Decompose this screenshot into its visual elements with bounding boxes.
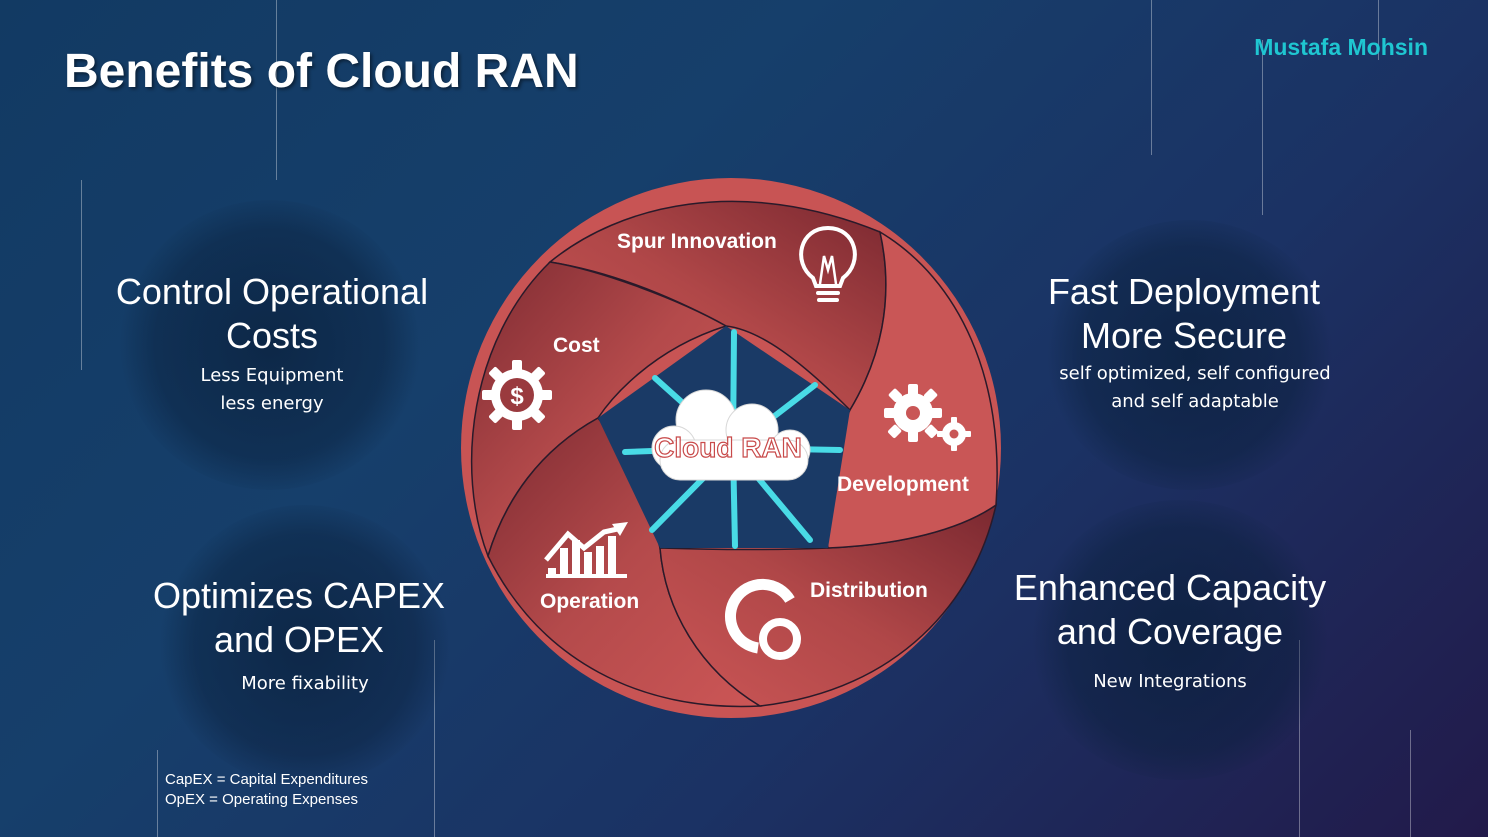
- cloud-icon: [651, 389, 811, 481]
- benefit-detail: self optimized, self configured and self…: [1004, 360, 1364, 416]
- svg-text:$: $: [510, 383, 524, 410]
- decor-line: [1410, 730, 1411, 837]
- benefit-detail-line: New Integrations: [1093, 671, 1247, 692]
- benefit-heading: Costs: [225, 315, 319, 356]
- benefit-heading: and Coverage: [1056, 611, 1284, 652]
- segment-distribution: [659, 503, 998, 707]
- segment-label-distribution: Distribution: [810, 579, 928, 602]
- backdrop-blob: [160, 505, 450, 785]
- segment-label-development: Development: [837, 473, 969, 496]
- benefit-capacity: Enhanced Capacity and Coverage New Integ…: [990, 566, 1350, 696]
- benefit-detail: Less Equipment less energy: [92, 362, 452, 418]
- decor-line: [276, 0, 277, 180]
- segment-label-spur-innovation: Spur Innovation: [617, 230, 777, 253]
- benefit-detail: More fixability: [119, 670, 479, 698]
- decor-line: [1151, 0, 1152, 155]
- benefit-detail-line: less energy: [220, 393, 324, 414]
- backdrop-blob: [120, 200, 420, 490]
- benefit-heading: Control Operational: [115, 271, 429, 312]
- benefit-control-costs: Control Operational Costs Less Equipment…: [92, 270, 452, 418]
- benefit-heading: Enhanced Capacity: [1013, 567, 1327, 608]
- segment-label-operation: Operation: [540, 590, 639, 613]
- backdrop-blob: [1030, 500, 1330, 780]
- center-label: Cloud RAN: [654, 432, 802, 463]
- benefit-fast-deployment: Fast Deployment More Secure self optimiz…: [1004, 270, 1364, 416]
- benefit-detail: New Integrations: [990, 668, 1350, 696]
- benefit-heading: and OPEX: [213, 619, 385, 660]
- dollar-gear-icon: $: [482, 360, 552, 430]
- benefit-capex-opex: Optimizes CAPEX and OPEX More fixability: [119, 574, 479, 698]
- footnote: CapEX = Capital Expenditures OpEX = Oper…: [165, 770, 368, 810]
- decor-line: [1262, 40, 1263, 215]
- benefit-heading: Optimizes CAPEX: [152, 575, 446, 616]
- page-title: Benefits of Cloud RAN: [64, 45, 579, 98]
- decor-line: [81, 180, 82, 370]
- benefit-detail-line: Less Equipment: [200, 365, 344, 386]
- footnote-opex: OpEX = Operating Expenses: [165, 791, 359, 808]
- benefit-detail-line: More fixability: [241, 673, 369, 694]
- benefit-heading: Fast Deployment: [1047, 271, 1321, 312]
- decor-line: [434, 640, 435, 837]
- author-name: Mustafa Mohsin: [1254, 34, 1428, 60]
- gears-icon: [884, 384, 971, 451]
- benefit-detail-line: and self adaptable: [1111, 391, 1279, 412]
- footnote-capex: CapEX = Capital Expenditures: [165, 771, 369, 788]
- segment-label-cost: Cost: [553, 334, 600, 357]
- lightbulb-icon: [799, 225, 857, 302]
- decor-line: [1299, 640, 1300, 837]
- decor-line: [157, 750, 158, 837]
- decor-line: [1378, 0, 1379, 60]
- benefit-heading: More Secure: [1080, 315, 1288, 356]
- backdrop-blob: [1045, 220, 1335, 490]
- distribution-circles-icon: [724, 578, 801, 660]
- benefit-detail-line: self optimized, self configured: [1059, 363, 1331, 384]
- bar-chart-growth-icon: [544, 522, 628, 578]
